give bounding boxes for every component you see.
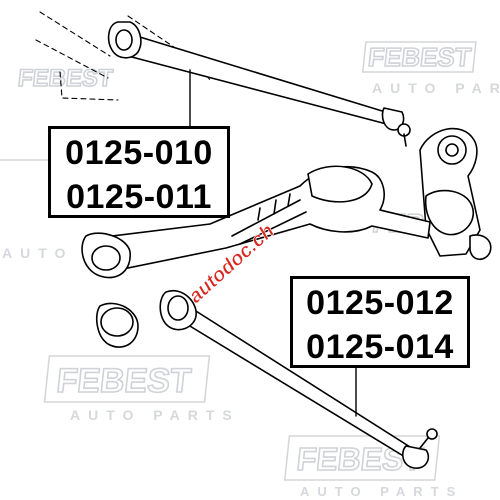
upper-control-arm (107, 21, 411, 147)
watermark-tagline-1: AUTO PARTS (372, 80, 500, 96)
watermark-brand-5: FEBEST (17, 65, 115, 92)
watermark-emblem-lower-left: FEBEST (43, 355, 211, 403)
lower-link-rod (159, 289, 438, 469)
watermark-brand-1: FEBEST (367, 42, 473, 72)
steering-knuckle (419, 127, 492, 261)
callout-lower-link: 0125-012 0125-014 (290, 276, 470, 368)
watermark-group: FEBEST AUTO PARTS AUTO PARTS FEBEST FEBE… (0, 41, 500, 499)
parts-drawing (35, 11, 492, 469)
watermark-brand-3: FEBEST (55, 362, 193, 400)
leader-lines (189, 69, 357, 417)
part-number-0125-014[interactable]: 0125-014 (306, 328, 454, 366)
part-number-0125-011[interactable]: 0125-011 (66, 178, 212, 216)
part-number-0125-010[interactable]: 0125-010 (65, 134, 213, 172)
lower-control-arm (81, 165, 431, 279)
exploded-bushing (95, 302, 139, 348)
watermark-tagline-4: AUTO PARTS (300, 484, 463, 499)
part-number-0125-012[interactable]: 0125-012 (306, 284, 454, 322)
watermark-tagline-3: AUTO PARTS (70, 407, 240, 423)
watermark-emblem-top-left: FEBEST (16, 64, 115, 93)
watermark-emblem-top-right: FEBEST (361, 41, 477, 73)
callout-upper-arm: 0125-010 0125-011 (48, 126, 230, 218)
